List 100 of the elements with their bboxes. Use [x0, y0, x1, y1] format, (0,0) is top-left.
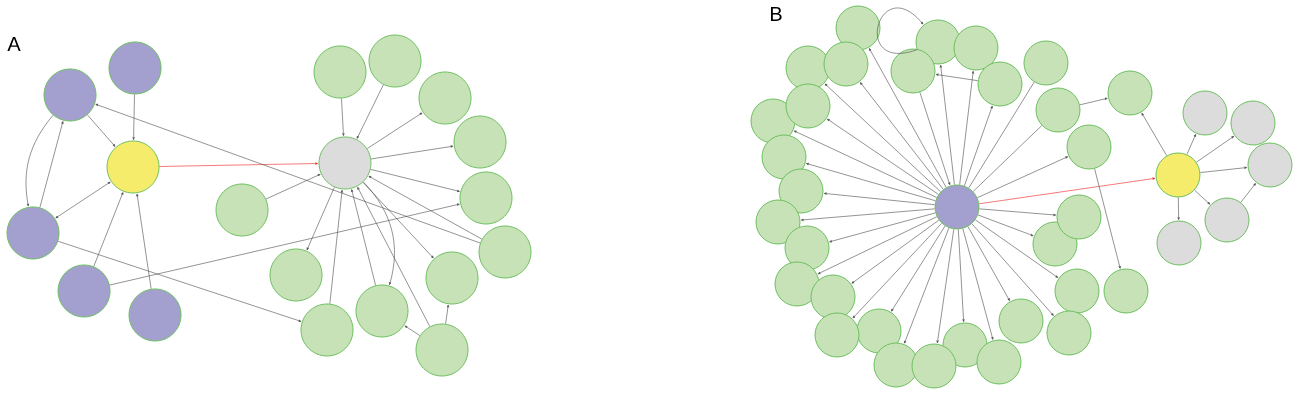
arrow: [1196, 136, 1235, 163]
arrow: [132, 94, 135, 140]
circle-node: [269, 248, 323, 302]
circle-node: [998, 298, 1044, 344]
circle-node: [57, 264, 111, 318]
circle-node: [43, 68, 97, 122]
circle-node: [355, 284, 409, 338]
arrow: [1079, 97, 1108, 106]
arrow: [1094, 168, 1121, 269]
arrow: [823, 192, 935, 205]
circle-node: [425, 251, 479, 305]
arrow: [979, 208, 1056, 217]
arrow: [357, 186, 431, 327]
circle-node: [128, 288, 182, 342]
arrow: [368, 176, 483, 240]
arrow: [306, 186, 335, 251]
arrow: [962, 228, 994, 340]
circle-node: [977, 61, 1023, 107]
circle-node: [785, 83, 831, 129]
circle-node: [478, 225, 532, 279]
circle-node: [823, 41, 869, 87]
arrow: [1194, 189, 1211, 205]
circle-node: [1155, 152, 1201, 198]
arrow: [959, 70, 975, 185]
circle-node: [784, 225, 830, 271]
arrow: [109, 203, 460, 286]
arrow: [93, 192, 124, 267]
circle-node: [453, 115, 507, 169]
arrow: [55, 181, 111, 219]
circle-node: [976, 339, 1022, 385]
arrow: [869, 48, 947, 188]
circle-node: [1103, 268, 1149, 314]
circle-node: [300, 303, 354, 357]
arrow: [935, 73, 979, 81]
arrow: [801, 208, 935, 221]
arrow: [827, 118, 939, 195]
circle-node: [1182, 90, 1228, 136]
circle-node: [835, 5, 881, 51]
circle-node: [890, 48, 936, 94]
arrow: [919, 92, 951, 186]
circle-node: [1054, 268, 1100, 314]
circle-node: [1230, 100, 1276, 146]
arrow: [1200, 166, 1248, 173]
arrow: [829, 212, 936, 243]
arrow: [860, 82, 944, 190]
panel-label: B: [771, 7, 782, 21]
circle-node: [6, 206, 60, 260]
arrow: [1141, 112, 1167, 156]
arrow: [159, 162, 318, 167]
arrow: [265, 174, 321, 200]
circle-node: [418, 71, 472, 125]
circle-node: [1023, 40, 1069, 86]
circle-node: [1247, 142, 1293, 188]
arrow: [366, 112, 423, 149]
arrow: [25, 115, 54, 207]
arrow: [904, 227, 950, 344]
circle-node: [368, 34, 422, 88]
arrow: [1240, 183, 1256, 203]
arrow: [958, 229, 965, 322]
circle-node: [459, 171, 513, 225]
arrow: [939, 64, 955, 185]
circle-node: [1032, 221, 1078, 267]
arrow: [341, 98, 345, 136]
circle-node: [318, 136, 372, 190]
arrow: [793, 130, 937, 198]
arrow: [891, 225, 946, 312]
circle-node: [1035, 87, 1081, 133]
arrow: [363, 181, 395, 285]
arrow: [971, 223, 1054, 316]
arrow: [978, 177, 1156, 205]
arrow: [445, 304, 450, 325]
circle-node: [934, 184, 980, 230]
circle-node: [778, 168, 824, 214]
arrow: [824, 83, 941, 192]
circle-node: [313, 45, 367, 99]
arrow: [852, 223, 942, 319]
arrow: [356, 84, 384, 139]
circle-node: [1107, 70, 1153, 116]
arrow: [370, 145, 454, 160]
circle-node: [856, 308, 902, 354]
arrow: [404, 325, 421, 336]
circle-node: [755, 199, 801, 245]
circle-node: [814, 312, 860, 358]
arrow: [977, 214, 1034, 237]
arrow: [136, 193, 152, 290]
circle-node: [1156, 220, 1202, 266]
arrow: [362, 182, 434, 259]
arrow: [967, 226, 1010, 301]
arrow: [57, 241, 302, 322]
arrow: [975, 219, 1059, 278]
arrow: [851, 219, 940, 284]
arrow: [1177, 197, 1180, 220]
circle-node: [953, 25, 999, 71]
arrow: [977, 156, 1069, 198]
self-loop-arrow: [877, 8, 924, 54]
circle-node: [1056, 194, 1102, 240]
arrow: [351, 189, 376, 286]
circle-node: [810, 274, 856, 320]
arrow: [370, 169, 460, 192]
arrow: [39, 121, 64, 208]
